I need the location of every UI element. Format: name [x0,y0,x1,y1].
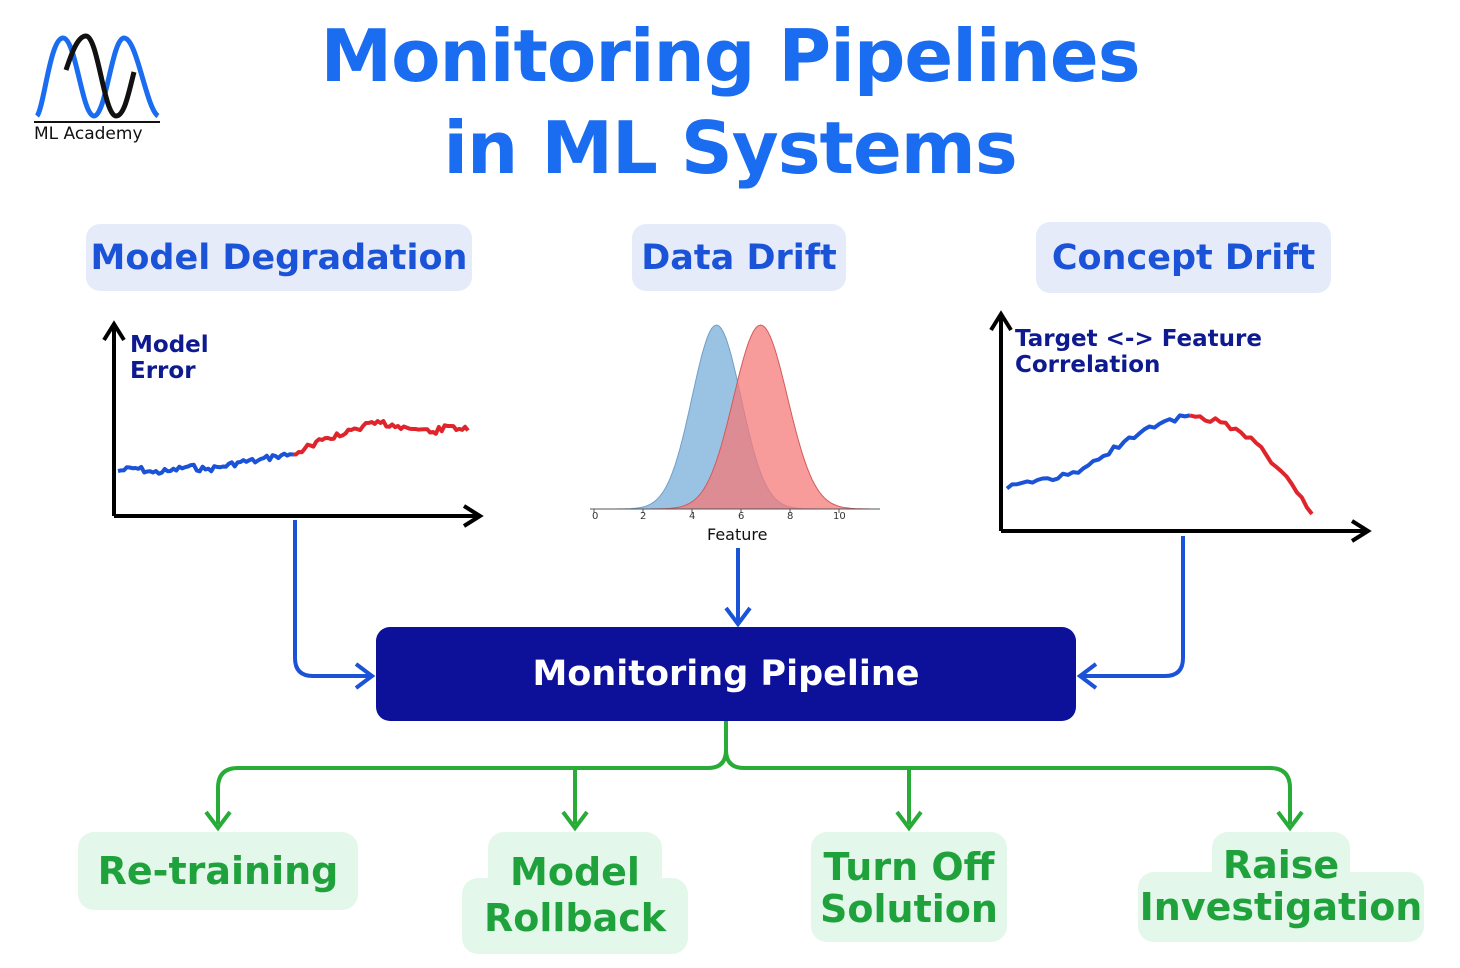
model-degradation-label: Model Degradation [86,224,472,291]
action-retraining: Re-training [78,832,358,910]
investigation-bg-bottom [1138,872,1424,942]
title-line-1: Monitoring Pipelines [320,14,1140,98]
chart3-axes [989,310,1372,543]
rollback-bg-bottom [462,878,688,954]
arrow-model-degradation [293,520,370,678]
arrowhead-turnoff [895,810,923,832]
logo-wave-blue [34,35,160,119]
action-raise-investigation: Raise Investigation [1138,832,1424,942]
correlation-line-blue [1005,413,1191,491]
tick-4: 4 [689,511,696,522]
monitoring-pipeline-box: Monitoring Pipeline [376,627,1076,721]
model-error-line-red [292,419,470,457]
turnoff-line-2: Solution [820,887,998,931]
logo-text: ML Academy [34,124,143,144]
turnoff-line-1: Turn Off [823,845,995,889]
investigation-line-2: Investigation [1139,885,1423,929]
action-turn-off-solution: Turn Off Solution [811,832,1007,942]
tick-6: 6 [738,511,745,522]
data-drift-label: Data Drift [632,224,846,291]
rollback-line-2: Rollback [483,896,667,940]
correlation-line-red [1189,413,1314,516]
action-model-rollback: Model Rollback [462,832,688,954]
model-error-axis-label: Model Error [130,332,209,384]
tick-10: 10 [833,511,846,522]
tick-0: 0 [592,511,599,522]
concept-drift-label: Concept Drift [1036,222,1331,293]
model-error-line-blue [117,451,294,476]
rollback-line-1: Model [510,850,640,894]
arrowhead-rollback [561,810,589,832]
arrowhead-retraining [204,810,232,832]
feature-ticks [593,509,840,513]
correlation-axis-label: Target <-> Feature Correlation [1015,326,1262,378]
arrow-concept-drift [1082,536,1185,678]
tick-8: 8 [787,511,794,522]
tree-trunk [216,721,728,824]
arrowhead-investigation [1276,810,1304,832]
tree-right [724,749,1292,824]
title-line-2: in ML Systems [443,106,1017,190]
page-title: Monitoring Pipelines in ML Systems [0,10,1460,194]
investigation-line-1: Raise [1222,843,1340,887]
feature-axis-label: Feature [707,525,768,544]
logo-wave-black [63,33,137,119]
tick-2: 2 [640,511,647,522]
chart1-axes [102,320,484,528]
